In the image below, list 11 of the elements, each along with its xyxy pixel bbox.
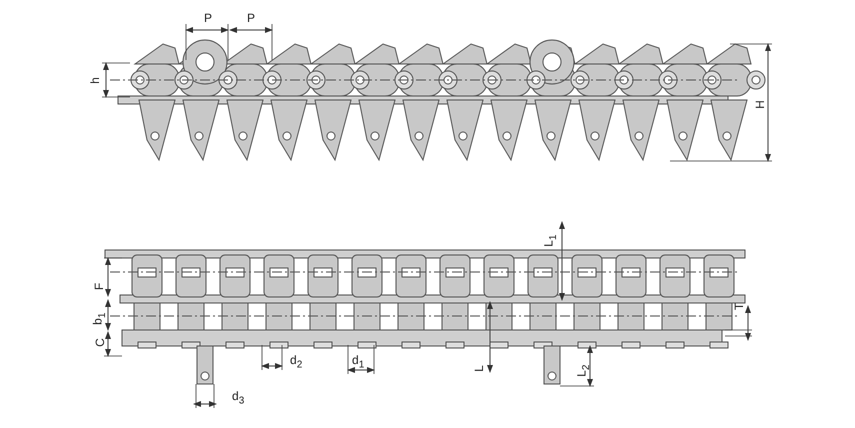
dimension-label: F [93, 282, 106, 290]
dimension-label: P [204, 12, 212, 25]
dimension-label: T [733, 302, 746, 310]
dimension-label: P [247, 12, 256, 25]
dimension-label: L [472, 365, 486, 372]
dimension-label: H [754, 100, 767, 109]
dimension-label: d$_{1}$ [352, 354, 364, 372]
dimension-label: h [88, 77, 102, 84]
dimension-label: d$_{3}$ [232, 390, 244, 408]
dimension-label: d$_{2}$ [290, 354, 302, 372]
dimension-label: C [94, 338, 107, 347]
